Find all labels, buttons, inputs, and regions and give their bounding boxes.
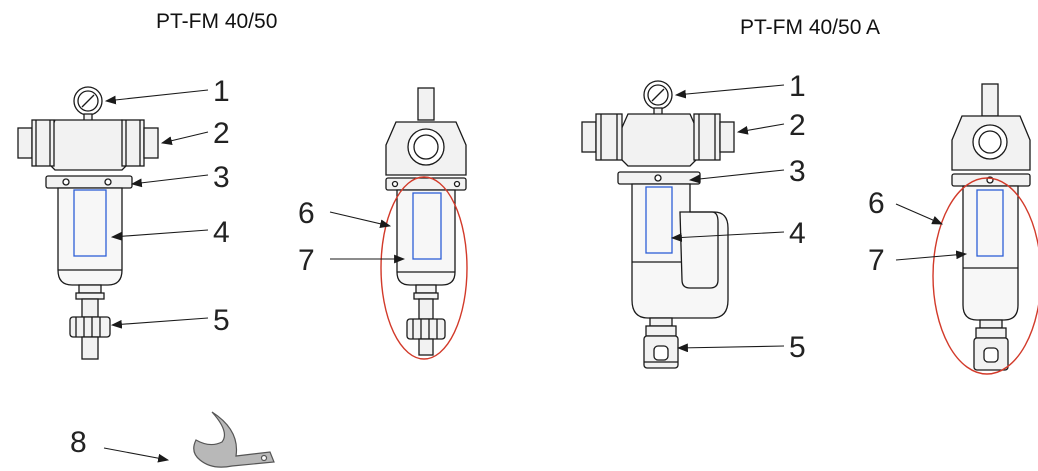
callout-2: 2 [789,109,806,142]
filter-left-side [385,87,467,356]
title-pt-fm-40-50: PT-FM 40/50 [156,10,278,33]
callout-2: 2 [213,117,230,150]
leader-lines [103,84,968,463]
callout-7: 7 [298,244,315,277]
wrench-icon [193,411,275,468]
callout-7: 7 [868,244,885,277]
title-pt-fm-40-50-a: PT-FM 40/50 A [740,16,881,39]
callout-3: 3 [789,155,806,188]
callout-8: 8 [70,426,87,459]
filter-right-front [581,80,735,369]
highlight-ellipse-right [932,177,1038,375]
callout-4: 4 [789,217,806,250]
callout-1: 1 [213,75,230,108]
highlight-ellipse-left [380,176,468,360]
filter-element-left [73,189,107,257]
callout-6: 6 [868,187,885,220]
callout-1: 1 [789,70,806,103]
filter-right-side [951,83,1031,371]
callout-5: 5 [789,331,806,364]
callout-6: 6 [298,197,315,230]
callout-3: 3 [213,161,230,194]
filter-left-front [17,86,159,360]
callout-4: 4 [213,216,230,249]
callout-5: 5 [213,304,230,337]
